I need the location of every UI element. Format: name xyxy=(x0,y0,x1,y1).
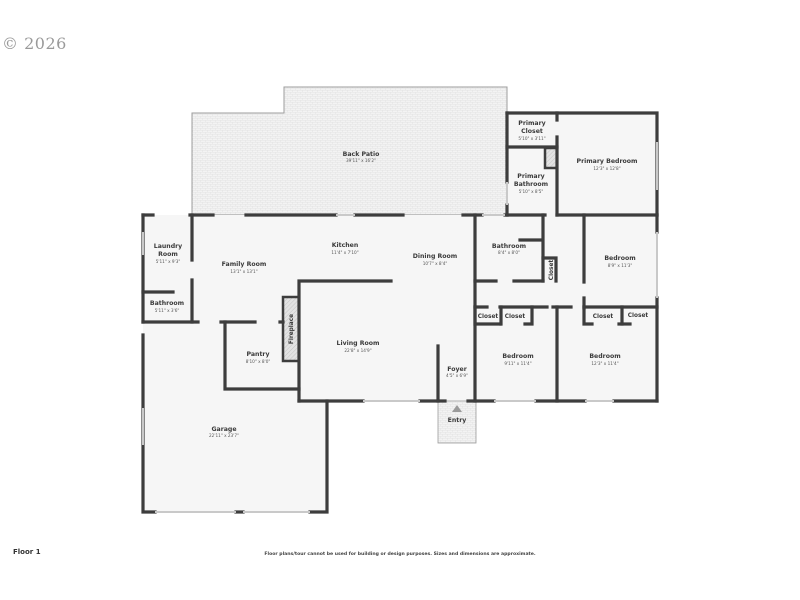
svg-text:Bedroom: Bedroom xyxy=(604,255,635,262)
room-bathroom-small: Bathroom 5'11" x 3'6" xyxy=(150,300,184,313)
primary-bath-shaft xyxy=(543,146,559,170)
svg-text:Bathroom: Bathroom xyxy=(150,300,184,307)
svg-text:Bedroom: Bedroom xyxy=(589,353,620,360)
svg-text:8'4" x 8'0": 8'4" x 8'0" xyxy=(498,250,520,255)
svg-text:Fireplace: Fireplace xyxy=(289,314,295,344)
svg-text:12'3" x 12'8": 12'3" x 12'8" xyxy=(593,166,620,171)
room-bedroom-se: Bedroom 12'3" x 11'4" xyxy=(589,353,620,366)
disclaimer-text: Floor plans/tour cannot be used for buil… xyxy=(264,552,536,557)
svg-text:Entry: Entry xyxy=(448,417,467,424)
room-fireplace: Fireplace xyxy=(289,314,295,344)
svg-text:5'10" x 3'11": 5'10" x 3'11" xyxy=(518,136,545,141)
floor-label: Floor 1 xyxy=(13,548,41,556)
room-living: Living Room 22'8" x 14'9" xyxy=(337,340,380,353)
copyright-watermark: © 2026 xyxy=(2,34,67,53)
svg-text:10'7" x 8'4": 10'7" x 8'4" xyxy=(423,261,448,266)
svg-text:11'4" x 7'10": 11'4" x 7'10" xyxy=(331,250,358,255)
svg-text:Primary Bedroom: Primary Bedroom xyxy=(577,158,638,165)
svg-text:5'10" x 8'5": 5'10" x 8'5" xyxy=(519,189,544,194)
svg-text:Closet: Closet xyxy=(549,260,555,281)
svg-text:12'3" x 11'4": 12'3" x 11'4" xyxy=(591,361,618,366)
svg-text:22'8" x 14'9": 22'8" x 14'9" xyxy=(344,348,371,353)
svg-text:Closet: Closet xyxy=(593,314,614,320)
svg-text:8'9" x 11'3": 8'9" x 11'3" xyxy=(608,263,633,268)
room-primary-bedroom: Primary Bedroom 12'3" x 12'8" xyxy=(577,158,638,171)
entry-porch xyxy=(437,400,477,444)
walls xyxy=(141,111,659,514)
room-family: Family Room 13'1" x 13'1" xyxy=(222,261,267,274)
svg-text:Primary: Primary xyxy=(518,120,545,127)
svg-text:Back Patio: Back Patio xyxy=(343,151,380,158)
svg-text:Closet: Closet xyxy=(628,313,649,319)
svg-text:Laundry: Laundry xyxy=(154,243,182,250)
svg-text:22'11" x 23'7": 22'11" x 23'7" xyxy=(209,433,239,438)
svg-text:Kitchen: Kitchen xyxy=(332,242,359,249)
svg-text:Bedroom: Bedroom xyxy=(502,353,533,360)
svg-text:Room: Room xyxy=(158,251,178,258)
svg-text:8'10" x 8'0": 8'10" x 8'0" xyxy=(246,359,271,364)
room-bedroom-east: Bedroom 8'9" x 11'3" xyxy=(604,255,635,268)
room-entry: Entry xyxy=(448,417,467,424)
room-primary-closet: Primary Closet 5'10" x 3'11" xyxy=(518,120,545,141)
svg-text:Dining Room: Dining Room xyxy=(413,253,458,260)
svg-text:9'11" x 11'4": 9'11" x 11'4" xyxy=(504,361,531,366)
room-primary-bathroom: Primary Bathroom 5'10" x 8'5" xyxy=(514,173,548,194)
room-bathroom-hall: Bathroom 8'4" x 8'0" xyxy=(492,243,526,255)
svg-text:4'5" x 6'9": 4'5" x 6'9" xyxy=(446,373,468,378)
svg-text:Garage: Garage xyxy=(211,426,236,433)
svg-text:Bathroom: Bathroom xyxy=(492,243,526,250)
svg-text:Closet: Closet xyxy=(505,314,526,320)
svg-text:Bathroom: Bathroom xyxy=(514,181,548,188)
room-kitchen: Kitchen 11'4" x 7'10" xyxy=(331,242,358,255)
windows xyxy=(142,142,658,513)
room-garage: Garage 22'11" x 23'7" xyxy=(209,426,239,438)
svg-text:13'1" x 13'1": 13'1" x 13'1" xyxy=(230,269,257,274)
svg-text:Closet: Closet xyxy=(478,314,499,320)
entry-arrow-icon xyxy=(452,405,462,412)
room-pantry: Pantry 8'10" x 8'0" xyxy=(246,351,271,364)
room-back-patio: Back Patio 39'11" x 16'2" xyxy=(343,151,380,163)
room-laundry: Laundry Room 5'11" x 9'3" xyxy=(154,243,182,264)
svg-text:Living Room: Living Room xyxy=(337,340,380,347)
svg-text:39'11" x 16'2": 39'11" x 16'2" xyxy=(346,158,376,163)
svg-text:Family Room: Family Room xyxy=(222,261,267,268)
svg-text:Closet: Closet xyxy=(521,128,543,135)
svg-text:5'11" x 3'6": 5'11" x 3'6" xyxy=(155,308,180,313)
svg-text:Primary: Primary xyxy=(517,173,544,180)
closets-row: Closet Closet Closet Closet xyxy=(478,313,649,320)
svg-text:Foyer: Foyer xyxy=(447,366,467,373)
room-foyer: Foyer 4'5" x 6'9" xyxy=(446,366,468,378)
svg-text:5'11" x 9'3": 5'11" x 9'3" xyxy=(156,259,181,264)
room-hall-closet: Closet xyxy=(549,260,555,281)
room-bedroom-sw: Bedroom 9'11" x 11'4" xyxy=(502,353,533,366)
room-dining: Dining Room 10'7" x 8'4" xyxy=(413,253,458,266)
svg-text:Pantry: Pantry xyxy=(247,351,270,358)
